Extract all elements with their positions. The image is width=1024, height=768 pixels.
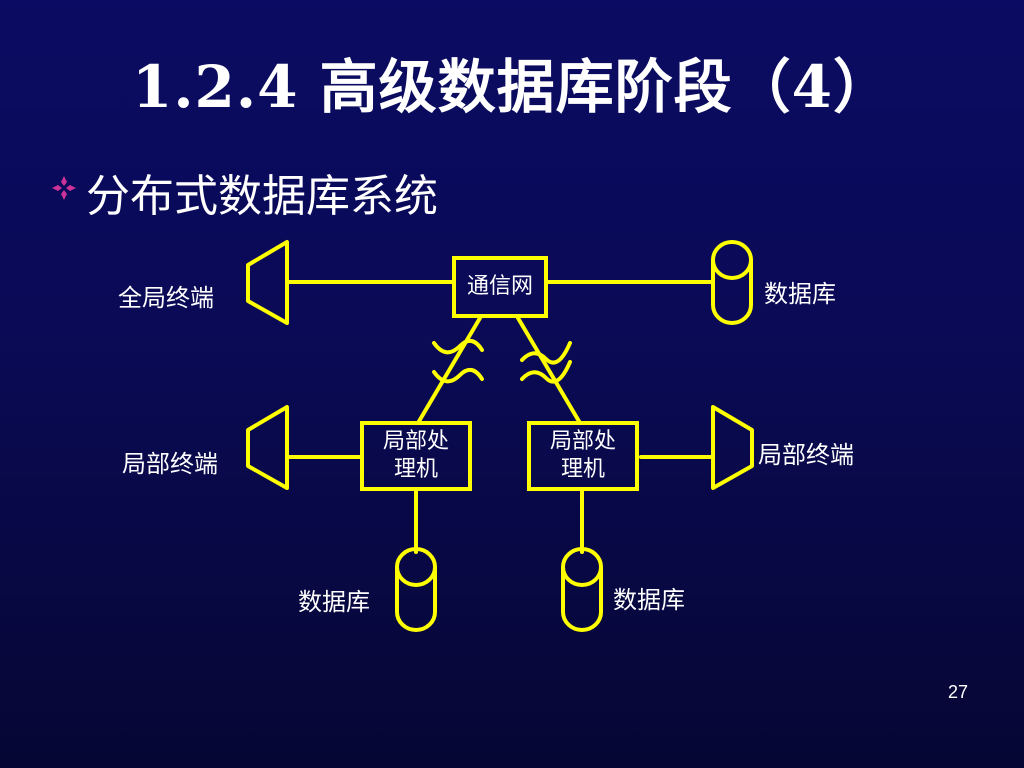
processor-right-label-2: 理机	[560, 457, 605, 482]
bullet-text: 分布式数据库系统	[86, 171, 438, 222]
database-left-icon	[395, 547, 437, 632]
database-left-label: 数据库	[298, 588, 370, 616]
slide-title: 1.2.4 高级数据库阶段（4）	[131, 53, 892, 121]
global-terminal-label: 全局终端	[118, 284, 214, 312]
network-box: 通信网	[452, 256, 548, 318]
page-number: 27	[948, 682, 969, 702]
break-mark-right-top	[520, 341, 572, 365]
database-right-label: 数据库	[613, 586, 685, 614]
break-mark-left-top	[432, 338, 484, 355]
processor-left-label-1: 局部处	[382, 429, 449, 454]
database-top-label: 数据库	[764, 280, 836, 308]
database-right-icon	[561, 547, 603, 632]
link-network-processor-right	[516, 316, 582, 425]
break-mark-right-bottom	[520, 360, 572, 384]
local-terminal-left-label: 局部终端	[122, 450, 218, 478]
local-terminal-right-label: 局部终端	[758, 441, 854, 469]
diamond-bullet-icon	[52, 176, 76, 200]
local-terminal-right-icon	[711, 405, 754, 490]
global-terminal-icon	[246, 240, 289, 325]
break-mark-left-bottom	[432, 367, 484, 384]
processor-left-label-2: 理机	[393, 457, 438, 482]
network-label: 通信网	[466, 274, 533, 299]
database-top-icon	[711, 240, 753, 325]
processor-right-label-1: 局部处	[549, 429, 616, 454]
local-terminal-left-icon	[246, 405, 289, 490]
processor-right-box: 局部处 理机	[527, 421, 639, 491]
processor-left-box: 局部处 理机	[360, 421, 472, 491]
link-network-processor-left	[416, 316, 482, 425]
